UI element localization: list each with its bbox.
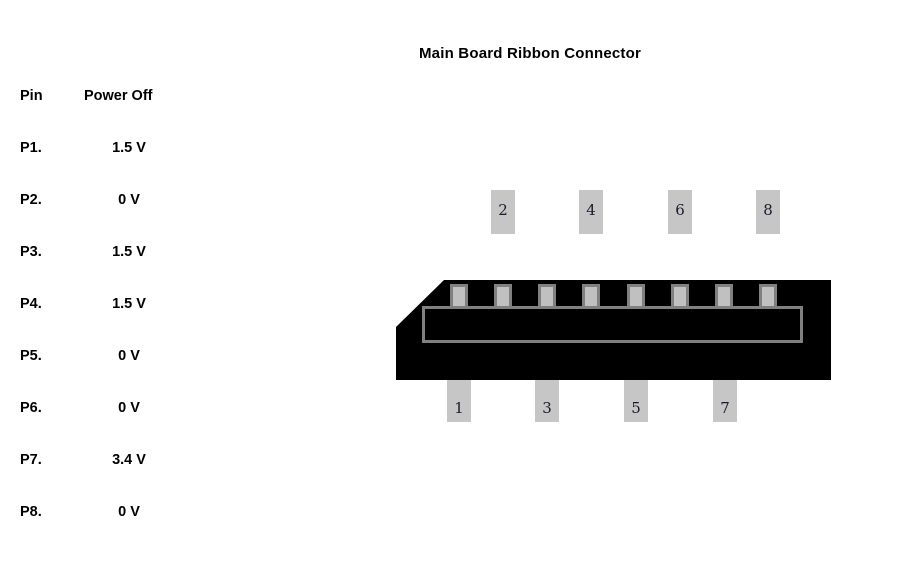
pin-value-p1: 1.5 V	[112, 140, 146, 156]
contact-tab-4	[582, 284, 600, 306]
pin-label-p3: P3.	[20, 244, 42, 260]
table-row: P6. 0 V	[0, 400, 210, 452]
page-title-text: Main Board Ribbon Connector	[418, 45, 642, 62]
table-header-row: Pin Power Off	[0, 88, 210, 140]
pin-label-p7: P7.	[20, 452, 42, 468]
pin-value-p7: 3.4 V	[112, 452, 146, 468]
contact-tab-5	[627, 284, 645, 306]
table-row: P2. 0 V	[0, 192, 210, 244]
pin-label-p6: P6.	[20, 400, 42, 416]
pin-value-p2: 0 V	[118, 192, 140, 208]
connector-diagram: 2 4 6 8 1 3 5 7	[396, 180, 836, 440]
pin-value-p8: 0 V	[118, 504, 140, 520]
table-row: P7. 3.4 V	[0, 452, 210, 504]
pin-value-p4: 1.5 V	[112, 296, 146, 312]
pin-label-p2: P2.	[20, 192, 42, 208]
contact-tab-8	[759, 284, 777, 306]
pinout-table: Pin Power Off P1. 1.5 V P2. 0 V P3. 1.5 …	[0, 88, 210, 556]
ribbon-slot	[422, 306, 803, 343]
pin-label-p5: P5.	[20, 348, 42, 364]
contact-tab-3	[538, 284, 556, 306]
pin-leg-2: 2	[491, 190, 515, 234]
pin-leg-8: 8	[756, 190, 780, 234]
pin-label-p8: P8.	[20, 504, 42, 520]
pin-value-p3: 1.5 V	[112, 244, 146, 260]
pin-leg-6: 6	[668, 190, 692, 234]
contact-tab-1	[450, 284, 468, 306]
page-title: Main Board Ribbon Connector	[0, 45, 906, 62]
contact-tab-2	[494, 284, 512, 306]
pin-leg-3: 3	[535, 376, 559, 422]
pin-label-p1: P1.	[20, 140, 42, 156]
contact-tab-7	[715, 284, 733, 306]
pin-value-p5: 0 V	[118, 348, 140, 364]
table-row: P5. 0 V	[0, 348, 210, 400]
pin-leg-7: 7	[713, 376, 737, 422]
column-header-pin: Pin	[20, 88, 43, 104]
pin-value-p6: 0 V	[118, 400, 140, 416]
column-header-power-off: Power Off	[84, 88, 153, 104]
pin-leg-5: 5	[624, 376, 648, 422]
table-row: P1. 1.5 V	[0, 140, 210, 192]
table-row: P3. 1.5 V	[0, 244, 210, 296]
pin-leg-1: 1	[447, 376, 471, 422]
pin-leg-4: 4	[579, 190, 603, 234]
table-row: P4. 1.5 V	[0, 296, 210, 348]
contact-tab-6	[671, 284, 689, 306]
pin-label-p4: P4.	[20, 296, 42, 312]
table-row: P8. 0 V	[0, 504, 210, 556]
